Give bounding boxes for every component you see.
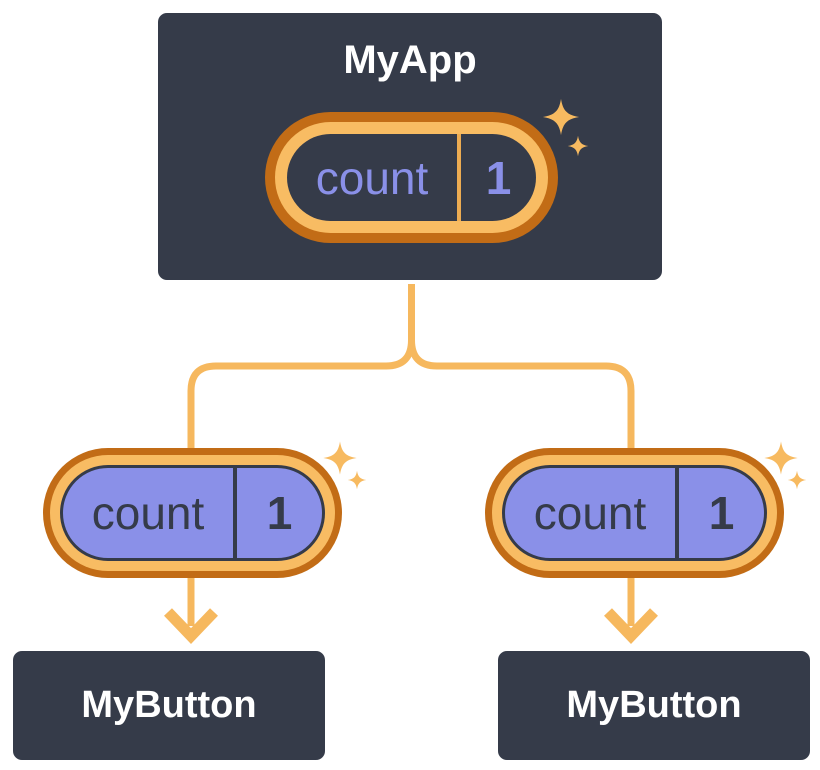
left-child-component-node: MyButton <box>10 648 328 763</box>
left-child-component-title: MyButton <box>81 684 257 726</box>
state-name: count <box>315 151 429 204</box>
pill-core: count 1 <box>287 134 536 221</box>
state-name: count <box>533 487 647 539</box>
sparkle-icon <box>764 441 798 475</box>
right-child-state-pill: count 1 <box>485 448 784 578</box>
sparkle-icon <box>323 441 357 475</box>
left-child-state-pill: count 1 <box>43 448 342 578</box>
state-name: count <box>91 487 205 539</box>
pill-divider <box>457 134 461 221</box>
state-value: 1 <box>485 151 512 204</box>
pill-core: count 1 <box>60 465 325 561</box>
state-value: 1 <box>266 487 293 539</box>
sparkle-icon <box>347 470 367 490</box>
sparkle-icon <box>787 470 807 490</box>
arrowhead-left-icon <box>164 608 218 644</box>
arrowhead-right-icon <box>604 608 658 644</box>
right-child-component-title: MyButton <box>566 684 742 726</box>
pill-core: count 1 <box>502 465 767 561</box>
pill-divider <box>675 468 679 558</box>
right-child-component-node: MyButton <box>495 648 813 763</box>
parent-state-pill: count 1 <box>265 112 558 243</box>
state-value: 1 <box>708 487 735 539</box>
parent-component-title: MyApp <box>343 38 477 82</box>
